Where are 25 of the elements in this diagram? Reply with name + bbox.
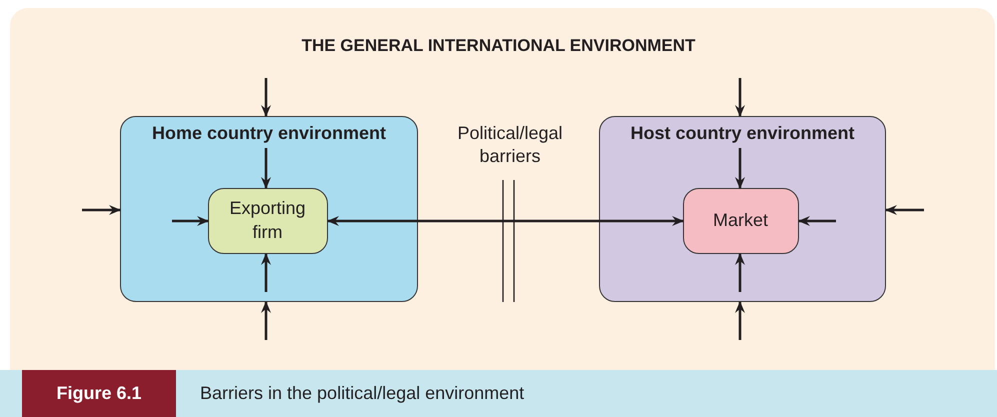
process-box <box>208 188 328 254</box>
arrow <box>82 205 121 215</box>
arrow <box>735 301 745 340</box>
process-box <box>682 188 798 254</box>
arrow <box>735 148 745 189</box>
box-heading: Home country environment <box>150 123 388 144</box>
barrier-label: Political/legal barriers <box>456 122 564 168</box>
arrow <box>261 148 271 189</box>
box-label: Exporting firm <box>228 197 307 244</box>
arrow <box>885 205 924 215</box>
arrow <box>261 78 271 117</box>
box-label: Market <box>712 208 768 232</box>
figure-number: Figure 6.1 <box>22 370 176 417</box>
arrow <box>261 301 271 340</box>
double-arrow <box>327 216 684 226</box>
arrow <box>172 216 209 226</box>
arrow <box>735 78 745 117</box>
environment-box <box>120 116 418 302</box>
box-heading: Host country environment <box>629 123 856 144</box>
figure-caption: Barriers in the political/legal environment <box>200 383 524 404</box>
diagram-title: THE GENERAL INTERNATIONAL ENVIRONMENT <box>302 36 696 56</box>
arrow <box>735 253 745 292</box>
arrow <box>261 253 271 292</box>
environment-box <box>599 116 886 302</box>
arrow <box>798 216 836 226</box>
